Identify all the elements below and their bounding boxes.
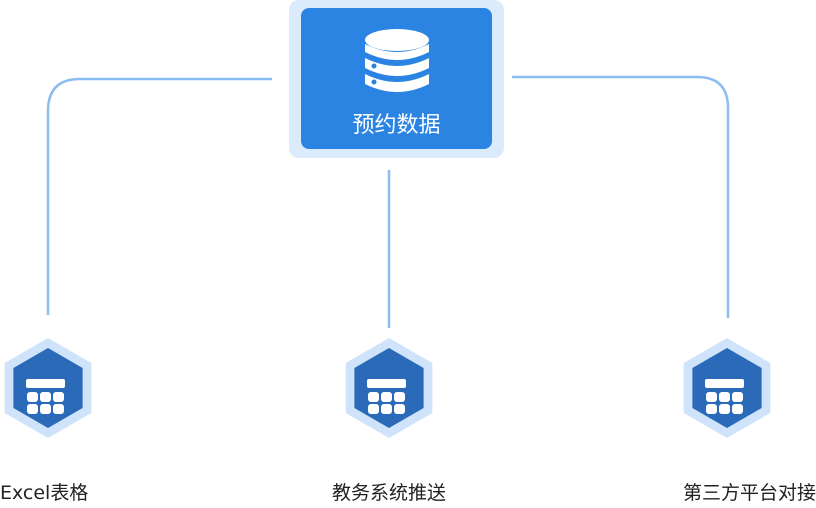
target-label-0: Excel表格	[0, 482, 89, 504]
connector-left	[46, 77, 272, 315]
database-icon	[365, 29, 429, 92]
connector-right	[512, 75, 730, 318]
calculator-icon	[683, 338, 771, 438]
target-node-0	[0, 338, 98, 438]
source-label: 预约数据	[352, 113, 441, 138]
target-label-2: 第三方平台对接	[682, 482, 816, 504]
calculator-icon	[4, 338, 92, 438]
calculator-icon	[345, 338, 433, 438]
source-node: 预约数据	[289, 0, 504, 158]
source-card: 预约数据	[301, 8, 492, 149]
target-node-1	[339, 338, 439, 438]
target-node-2	[677, 338, 777, 438]
target-label-1: 教务系统推送	[331, 482, 446, 504]
